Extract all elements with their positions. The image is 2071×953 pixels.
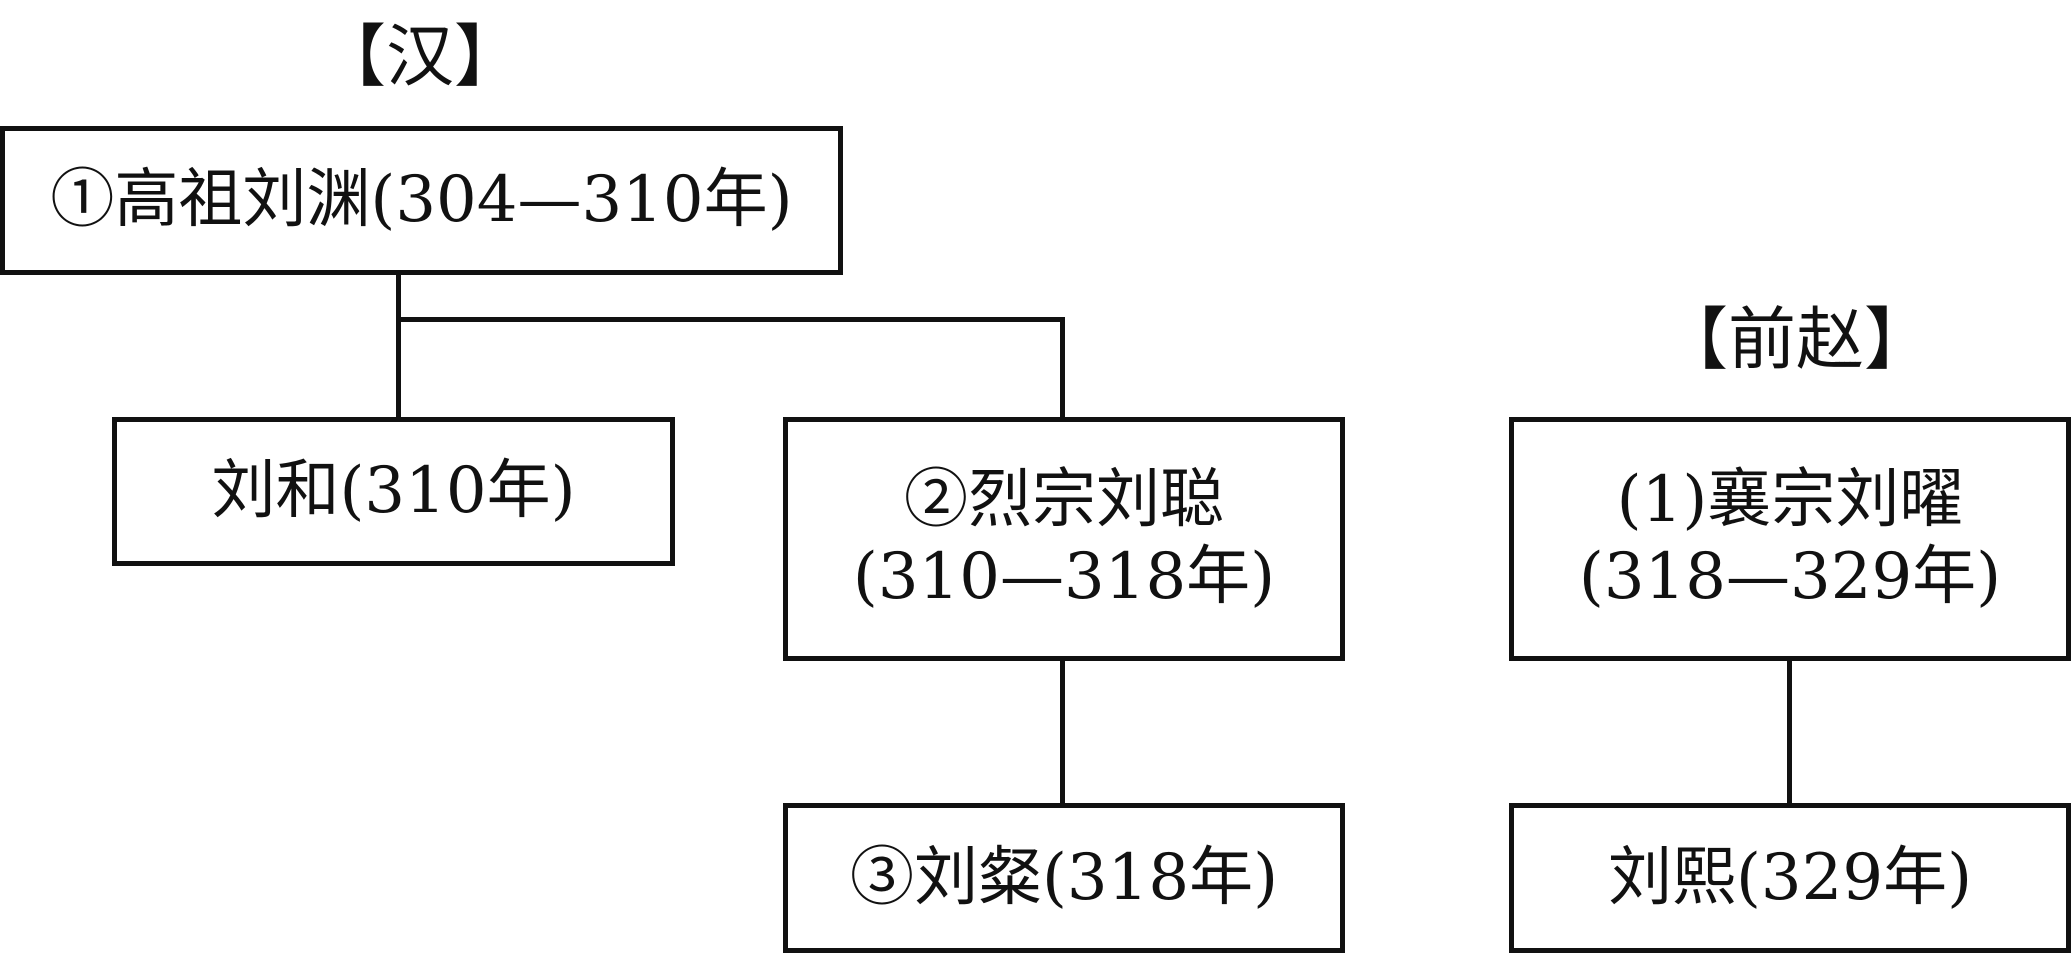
node-liu-he-label: 刘和(310年) bbox=[211, 454, 576, 529]
connector-liu-yuan-trunk bbox=[396, 272, 401, 420]
node-liu-yao-reign: (318—329年) bbox=[1578, 540, 2002, 614]
connector-to-liu-cong bbox=[1060, 317, 1065, 420]
dynasty-label-qianzhao: 【前赵】 bbox=[1660, 301, 1933, 380]
node-liu-he: 刘和(310年) bbox=[112, 417, 675, 566]
node-liu-xi-label: 刘熙(329年) bbox=[1607, 840, 1973, 915]
node-liu-xi: 刘熙(329年) bbox=[1509, 803, 2071, 953]
node-liu-cong-reign: (310—318年) bbox=[852, 540, 1276, 614]
node-liu-cong-name: ②烈宗刘聪 bbox=[904, 463, 1224, 538]
node-liu-yao-name: (1)襄宗刘曜 bbox=[1616, 463, 1964, 538]
node-liu-yao: (1)襄宗刘曜 (318—329年) bbox=[1509, 417, 2071, 661]
node-liu-can: ③刘粲(318年) bbox=[783, 803, 1345, 953]
connector-han-branch-horizontal bbox=[396, 317, 1065, 322]
node-liu-can-label: ③刘粲(318年) bbox=[849, 840, 1279, 915]
node-liu-yuan-label: ①高祖刘渊(304—310年) bbox=[50, 163, 793, 238]
node-liu-yuan: ①高祖刘渊(304—310年) bbox=[0, 126, 843, 275]
connector-liu-cong-to-liu-can bbox=[1060, 658, 1065, 806]
connector-liu-yao-to-liu-xi bbox=[1787, 658, 1792, 806]
dynasty-label-han: 【汉】 bbox=[318, 18, 523, 97]
node-liu-cong: ②烈宗刘聪 (310—318年) bbox=[783, 417, 1345, 661]
